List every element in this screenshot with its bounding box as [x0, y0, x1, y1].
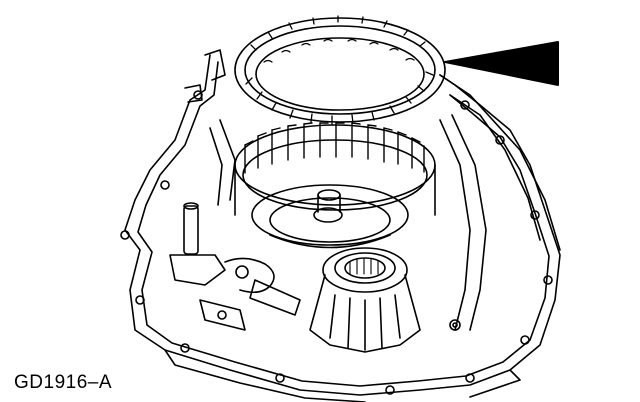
output-gear-hub [309, 247, 421, 353]
clutch-drum [234, 122, 436, 249]
transmission-case-outline [124, 54, 561, 402]
arrow-left-icon [444, 41, 559, 86]
figure-id-label: GD1916–A [14, 372, 113, 393]
left-linkage [169, 202, 301, 331]
flange-bolt-holes [120, 90, 553, 395]
case-bracket [184, 49, 226, 103]
friction-ring [234, 15, 446, 125]
case-interior-walls [209, 114, 487, 331]
